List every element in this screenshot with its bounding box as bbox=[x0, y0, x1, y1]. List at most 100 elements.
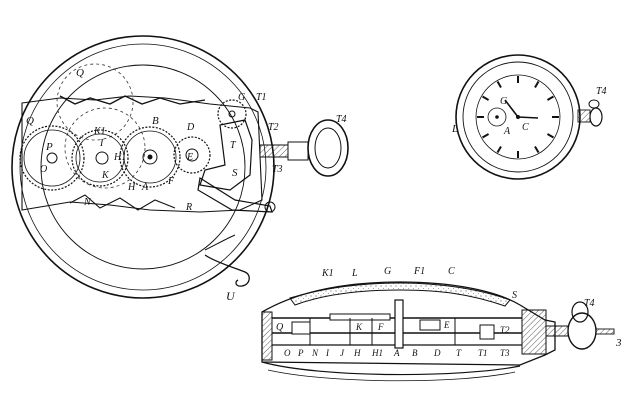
section-view: K1 L G F1 C S T4 Q K F E T2 T3 O P N I J… bbox=[261, 266, 622, 382]
label-n: N bbox=[83, 197, 92, 208]
small-pendant bbox=[577, 109, 591, 123]
dial-ring bbox=[40, 64, 246, 270]
lever-pin bbox=[264, 201, 276, 213]
small-bow bbox=[588, 99, 600, 109]
sec-label-j: J bbox=[340, 348, 345, 358]
gear-d bbox=[173, 136, 211, 174]
center-arbor bbox=[394, 299, 404, 349]
sec-label-k: K bbox=[355, 322, 363, 332]
small-label-c: C bbox=[522, 122, 529, 133]
sec-label-3: 3 bbox=[615, 337, 622, 349]
label-h1: H1 bbox=[113, 152, 126, 163]
sec-label-i: I bbox=[325, 348, 330, 358]
sec-label-t1: T1 bbox=[478, 348, 488, 358]
crystal bbox=[289, 282, 511, 307]
label-r: R bbox=[185, 202, 192, 213]
plate-break-bottom bbox=[69, 194, 176, 211]
sec-label-t2: T2 bbox=[500, 325, 510, 335]
plate-break-top bbox=[59, 95, 206, 105]
label-k1: K1 bbox=[93, 126, 106, 137]
dial-tick bbox=[546, 133, 555, 139]
label-u: U bbox=[226, 289, 236, 303]
sec-label-k1: K1 bbox=[321, 268, 334, 279]
dial-tick bbox=[534, 80, 540, 89]
setting-lever-s bbox=[199, 119, 253, 191]
small-label-t4: T4 bbox=[596, 86, 607, 97]
small-label-g: G bbox=[500, 96, 507, 107]
sec-label-h: H bbox=[353, 348, 361, 358]
case-wall-right bbox=[521, 309, 547, 355]
label-e: E bbox=[186, 152, 193, 163]
wheel-e-block bbox=[419, 319, 441, 331]
case-wall-left bbox=[261, 311, 273, 361]
stem-housing bbox=[259, 144, 289, 158]
label-q-top: Q bbox=[76, 67, 84, 79]
small-crown bbox=[589, 107, 603, 127]
gear-b bbox=[119, 126, 181, 188]
label-t1: T1 bbox=[256, 92, 267, 103]
small-view: T4 G L A C bbox=[451, 54, 607, 180]
dial-tick bbox=[496, 80, 502, 89]
section-pendant bbox=[545, 325, 569, 337]
small-label-a: A bbox=[503, 126, 511, 137]
bow-ring-outer bbox=[307, 119, 349, 177]
sec-label-d: D bbox=[433, 348, 441, 358]
hour-hand bbox=[504, 99, 519, 118]
dial-tick bbox=[481, 95, 490, 101]
label-s: S bbox=[232, 167, 238, 179]
sec-label-a: A bbox=[393, 348, 400, 358]
dial-tick bbox=[546, 95, 555, 101]
sec-label-g: G bbox=[384, 266, 391, 277]
section-bow bbox=[571, 301, 589, 323]
small-dial bbox=[475, 74, 561, 160]
sec-label-b: B bbox=[412, 348, 418, 358]
label-t4: T4 bbox=[336, 114, 347, 125]
pendant bbox=[287, 141, 309, 161]
label-a: A bbox=[141, 182, 149, 193]
label-f: F bbox=[167, 176, 175, 187]
dial-tick bbox=[534, 145, 540, 154]
label-o: O bbox=[40, 164, 47, 175]
label-b: B bbox=[152, 115, 159, 127]
balance-block bbox=[291, 321, 311, 335]
minute-hand bbox=[517, 116, 539, 119]
small-case-inner bbox=[462, 61, 574, 173]
upper-bridge bbox=[329, 313, 391, 321]
dial-tick bbox=[496, 145, 502, 154]
label-t2: T2 bbox=[268, 122, 279, 133]
case-back-curve bbox=[261, 361, 521, 376]
sec-label-p: P bbox=[297, 348, 304, 358]
sec-label-n: N bbox=[311, 348, 319, 358]
sec-label-s: S bbox=[512, 290, 517, 301]
sec-label-l: L bbox=[351, 268, 358, 279]
gear-p bbox=[19, 125, 85, 191]
label-p: P bbox=[45, 141, 53, 153]
label-g: G bbox=[238, 92, 245, 103]
stem-tip bbox=[595, 328, 615, 335]
sec-label-t4: T4 bbox=[584, 298, 595, 309]
label-d: D bbox=[186, 122, 195, 133]
case-outer-rim bbox=[11, 35, 275, 299]
dial-tick bbox=[481, 133, 490, 139]
hook-arm bbox=[204, 234, 236, 251]
dial-ticks bbox=[477, 76, 559, 158]
case-back-curve-2 bbox=[267, 369, 516, 382]
label-q-left: Q bbox=[26, 115, 34, 127]
gear-crown-wheel bbox=[217, 99, 247, 129]
hook-u bbox=[204, 254, 250, 287]
label-t3: T3 bbox=[272, 164, 283, 175]
sec-label-t3: T3 bbox=[500, 348, 510, 358]
sec-label-e: E bbox=[443, 320, 450, 330]
sec-label-f: F bbox=[377, 322, 384, 332]
train-dotted-circle bbox=[64, 107, 146, 189]
main-view: Q Q P O K1 I H1 K N H A B D E F G R S T … bbox=[11, 35, 349, 303]
bow-ring-inner bbox=[314, 127, 342, 169]
section-crown bbox=[567, 312, 597, 350]
sec-label-q: Q bbox=[276, 322, 284, 333]
label-h: H bbox=[127, 182, 136, 193]
seconds-subdial bbox=[487, 107, 507, 127]
balance-wheel-dotted bbox=[56, 63, 134, 141]
stem-block bbox=[479, 324, 495, 340]
label-k: K bbox=[101, 170, 110, 181]
